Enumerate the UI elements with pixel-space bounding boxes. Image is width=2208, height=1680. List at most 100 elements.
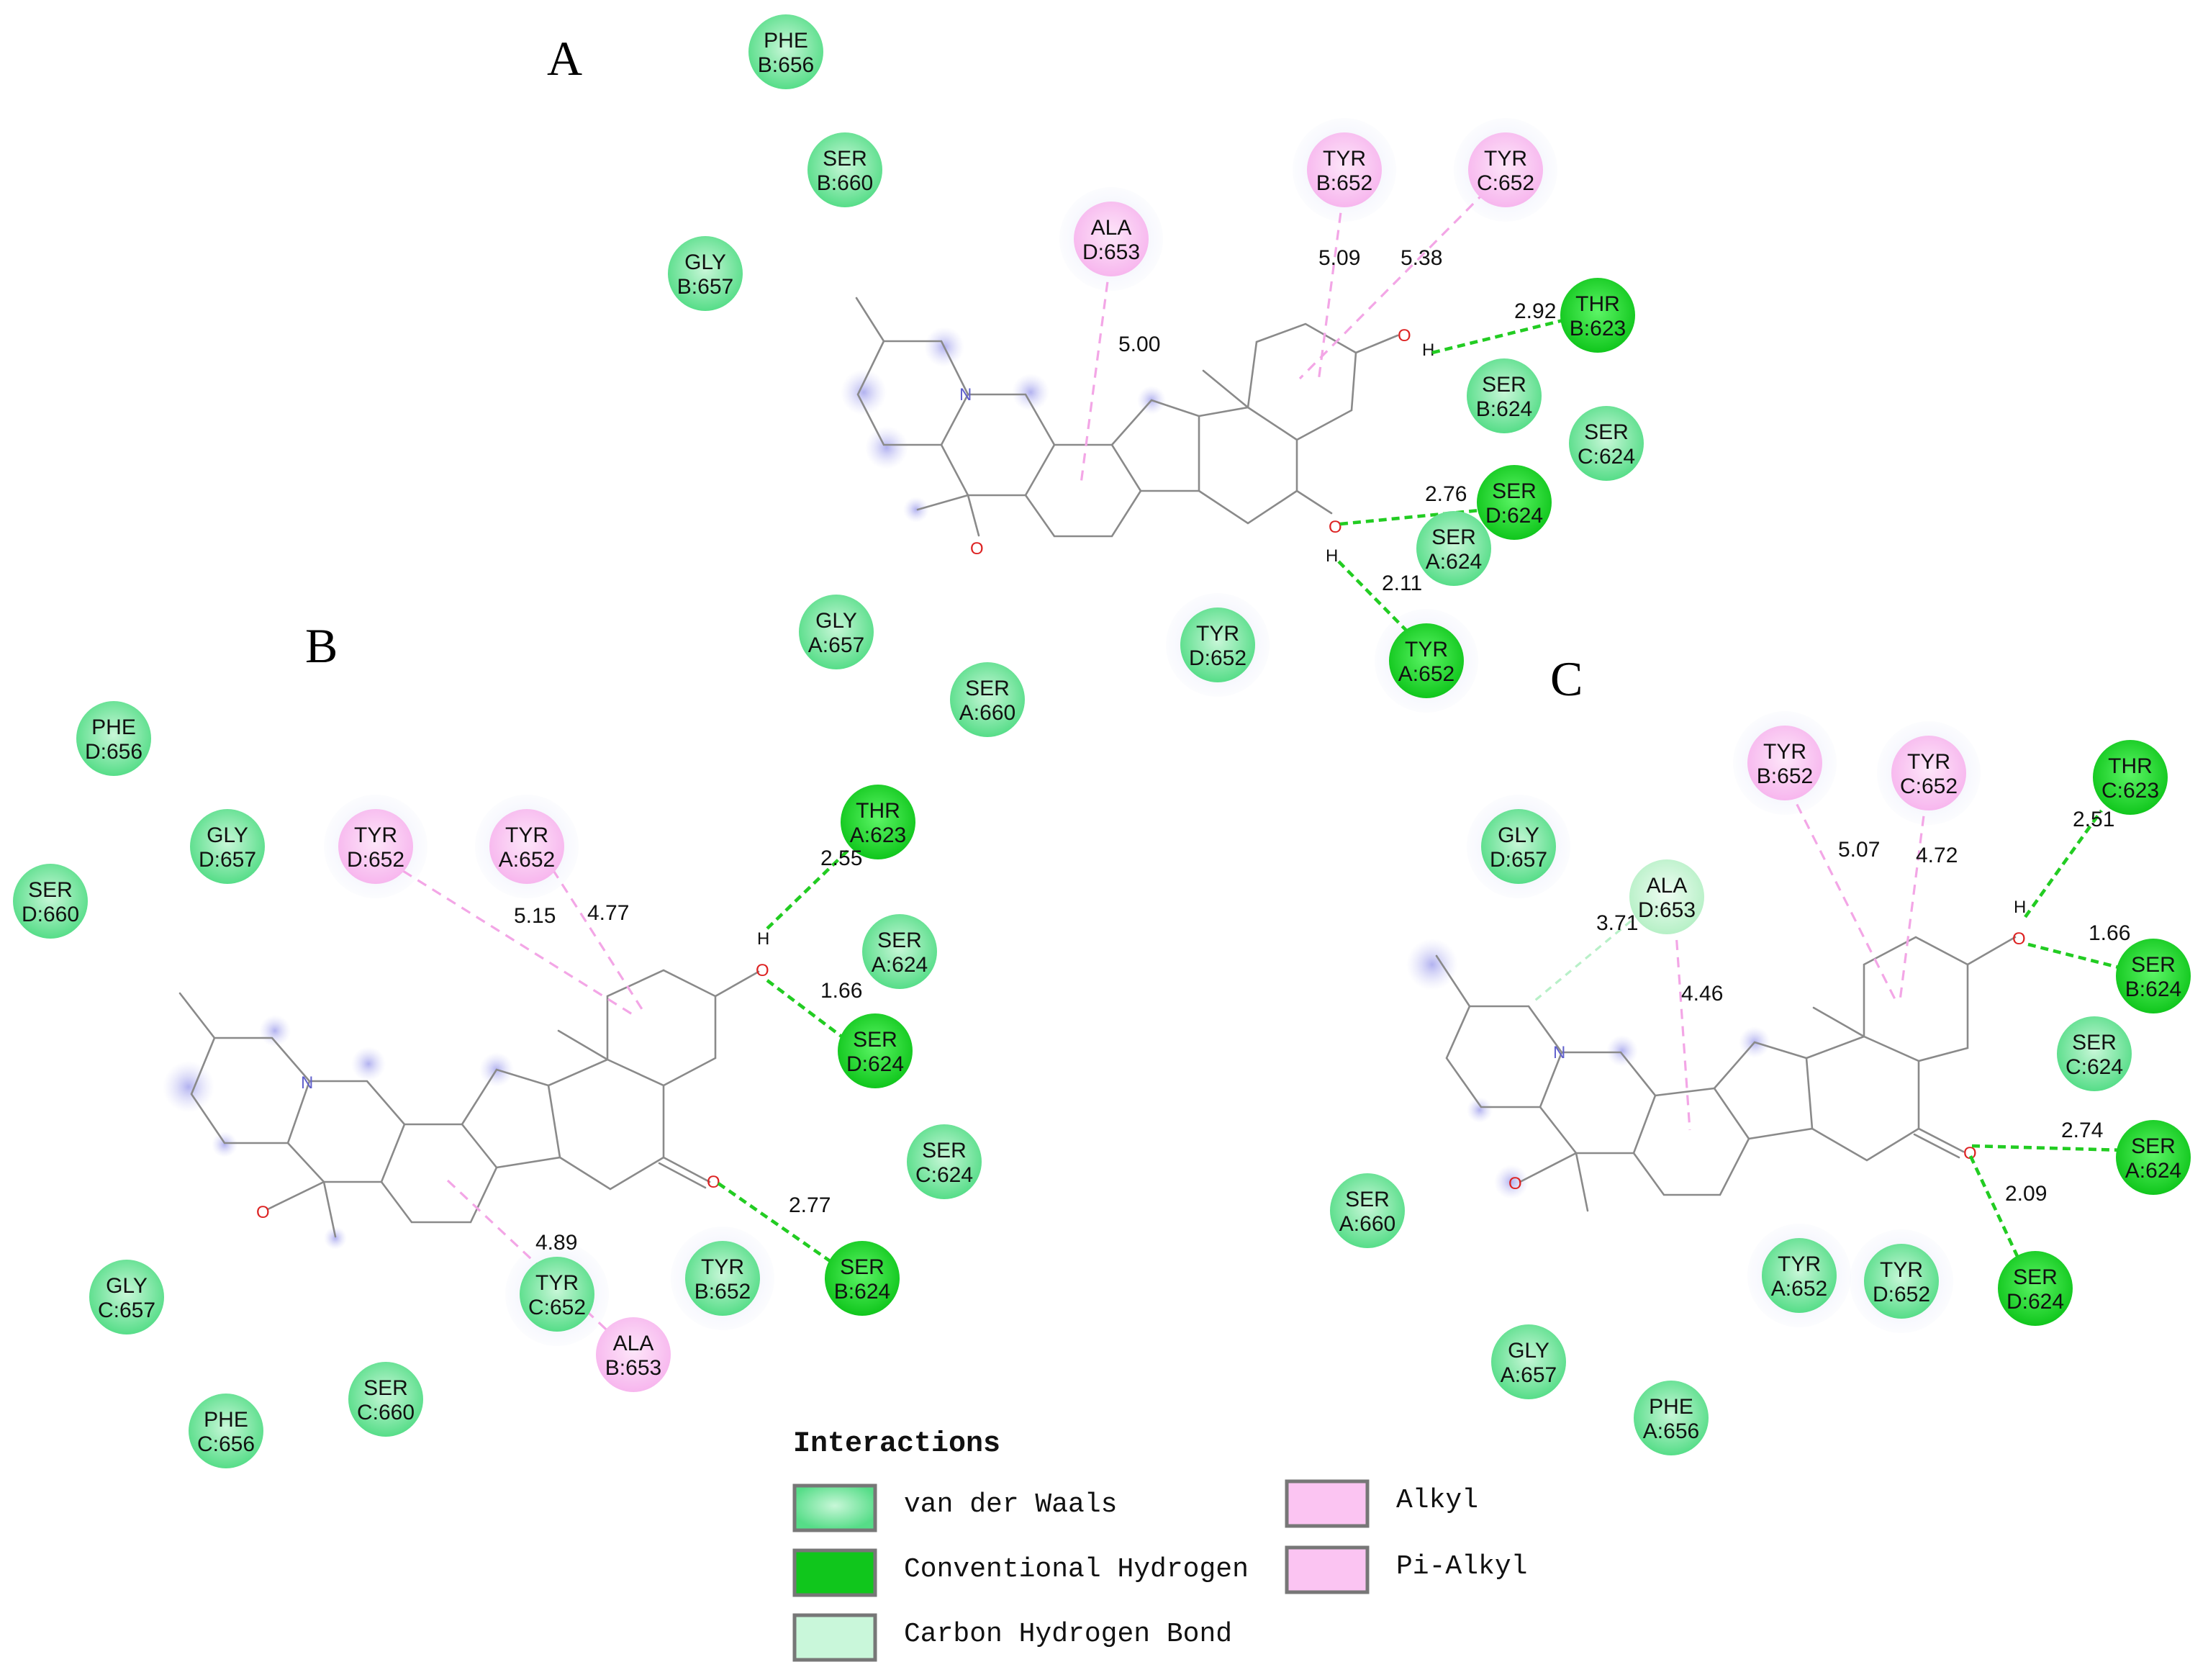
residue-circle: [1330, 1173, 1405, 1248]
residue-chain-position: B:657: [677, 275, 733, 299]
bond-path: [1202, 369, 1249, 409]
residue-circle: [1307, 132, 1382, 207]
residue-circle: [2093, 740, 2168, 815]
interaction-line-ch: [1530, 911, 1642, 1005]
interaction-line-hbond: [1431, 316, 1573, 355]
bond-path: [1198, 406, 1298, 525]
residue-circle: [685, 1241, 760, 1316]
panel-letter-a: A: [547, 31, 582, 86]
distance-label: 2.09: [2005, 1182, 2047, 1206]
bond-path: [1863, 936, 1969, 1062]
residue-name: SER: [1482, 373, 1526, 397]
interaction-line-hbond: [717, 1182, 838, 1267]
bond-path: [1354, 334, 1399, 354]
residue-circle: [907, 1124, 982, 1199]
residue-circle: [1416, 511, 1491, 586]
ligand-structure-b: N O O H O: [163, 929, 769, 1250]
panel-letter-b: B: [305, 618, 338, 673]
residue-name: SER: [922, 1139, 967, 1162]
interaction-line-hbond: [1971, 1144, 2125, 1152]
distance-label: 4.77: [587, 901, 629, 925]
bond-path: [1519, 1152, 1578, 1183]
atom-halo: [212, 1132, 237, 1157]
distance-label: 4.72: [1916, 844, 1958, 867]
legend-title: Interactions: [793, 1428, 1000, 1460]
bond-path: [1539, 1051, 1657, 1155]
residue-name: SER: [965, 677, 1010, 700]
residue-name: SER: [1492, 479, 1537, 503]
residue-circle: [838, 1013, 913, 1088]
hydrogen-atom-label: H: [2014, 898, 2026, 917]
residue-name: TYR: [1907, 750, 1950, 774]
residue-name: ALA: [1647, 874, 1688, 898]
distance-label: 5.15: [514, 904, 556, 928]
residue-name: PHE: [204, 1408, 248, 1432]
residue-name: SER: [853, 1028, 897, 1052]
distance-label: 5.00: [1118, 333, 1160, 356]
legend-label-vdw: van der Waals: [904, 1489, 1117, 1520]
oxygen-atom-label: O: [2012, 929, 2026, 949]
bond-path: [1295, 489, 1333, 515]
residue-chain-position: D:652: [347, 848, 404, 872]
distance-label: 5.38: [1401, 246, 1442, 270]
bond-path: [658, 1162, 707, 1189]
interaction-line-hbond: [766, 842, 856, 930]
atom-halo: [1467, 1097, 1493, 1123]
residue-chain-position: D:624: [846, 1052, 904, 1076]
bond-path: [380, 1123, 498, 1224]
distance-label: 2.51: [2073, 808, 2114, 831]
residue-chain-position: D:652: [1189, 646, 1246, 670]
residue-circle: [1629, 859, 1704, 934]
bond-path: [1913, 1133, 1960, 1159]
residue-chain-position: B:624: [1476, 397, 1532, 421]
residue-chain-position: A:623: [850, 823, 906, 847]
interaction-line-alkyl: [1674, 922, 1691, 1131]
residue-name: ALA: [613, 1332, 654, 1355]
bond-path: [916, 494, 969, 511]
residue-circle: [189, 1394, 263, 1468]
residue-circle: [596, 1317, 671, 1392]
residue-name: GLY: [684, 250, 726, 274]
residue-chain-position: A:652: [499, 848, 555, 872]
hydrogen-atom-label: H: [1422, 340, 1434, 360]
bond-path: [322, 1180, 337, 1238]
residue-circle: [520, 1257, 594, 1332]
distance-label: 2.11: [1382, 572, 1422, 595]
residue-circle: [1634, 1381, 1709, 1455]
distance-label: 2.55: [820, 846, 862, 870]
residue-chain-position: A:624: [1426, 550, 1482, 574]
residue-chain-position: A:652: [1398, 662, 1454, 686]
residue-circle: [1389, 623, 1464, 698]
residue-name: SER: [2013, 1265, 2058, 1289]
atom-halo: [163, 1061, 214, 1113]
bond-path: [1632, 1087, 1750, 1196]
residue-name: SER: [2072, 1031, 2117, 1054]
bond-path: [178, 992, 311, 1144]
bond-path: [1812, 1006, 1865, 1038]
residue-chain-position: C:624: [915, 1163, 973, 1187]
residue-name: GLY: [815, 609, 857, 633]
residue-name: TYR: [505, 823, 548, 847]
residue-name: SER: [2131, 1134, 2176, 1158]
residue-name: TYR: [354, 823, 397, 847]
residue-chain-position: C:652: [528, 1296, 586, 1319]
residue-circle: [862, 914, 937, 989]
residue-circle: [2057, 1016, 2132, 1091]
